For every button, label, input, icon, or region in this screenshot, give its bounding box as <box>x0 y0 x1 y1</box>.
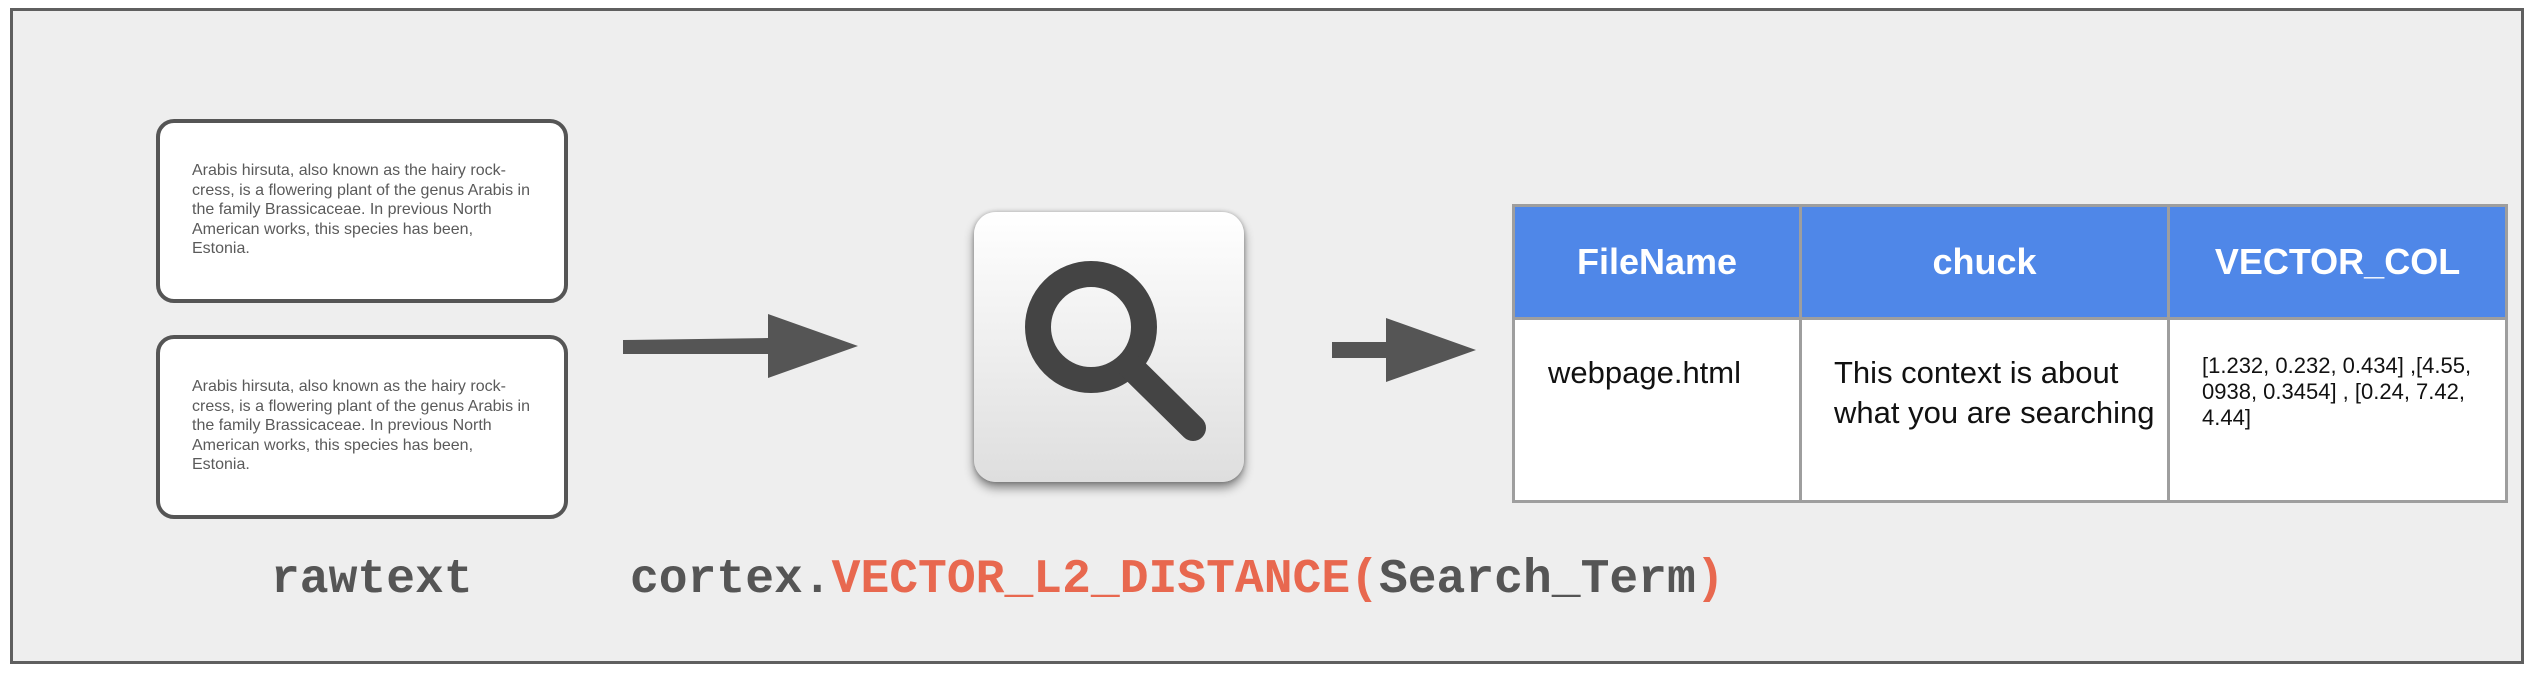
arrow-right-icon <box>623 314 858 378</box>
table-row: webpage.html This context is about what … <box>1512 317 2508 503</box>
function-call-label: cortex.VECTOR_L2_DISTANCE(Search_Term) <box>630 549 1725 611</box>
raw-text-card: Arabis hirsuta, also known as the hairy … <box>156 119 568 303</box>
arrow-right-icon <box>1332 318 1476 382</box>
cell-vector: [1.232, 0.232, 0.434] ,[4.55, 0938, 0.34… <box>2167 317 2508 503</box>
paren-open: ( <box>1350 553 1379 607</box>
table-header-row: FileName chuck VECTOR_COL <box>1512 204 2508 320</box>
search-icon <box>1025 261 1206 441</box>
rawtext-label: rawtext <box>271 553 473 607</box>
header-vector-col: VECTOR_COL <box>2167 204 2508 320</box>
function-name: VECTOR_L2_DISTANCE <box>831 553 1351 607</box>
function-argument: Search_Term <box>1378 553 1696 607</box>
raw-text-card: Arabis hirsuta, also known as the hairy … <box>156 335 568 519</box>
cell-filename: webpage.html <box>1512 317 1802 503</box>
header-chuck: chuck <box>1799 204 2170 320</box>
cell-chunk: This context is about what you are searc… <box>1799 317 2170 503</box>
function-prefix: cortex. <box>630 553 832 607</box>
search-tile <box>974 212 1244 482</box>
paren-close: ) <box>1695 553 1725 607</box>
vector-table: FileName chuck VECTOR_COL webpage.html T… <box>1512 204 2508 503</box>
header-filename: FileName <box>1512 204 1802 320</box>
